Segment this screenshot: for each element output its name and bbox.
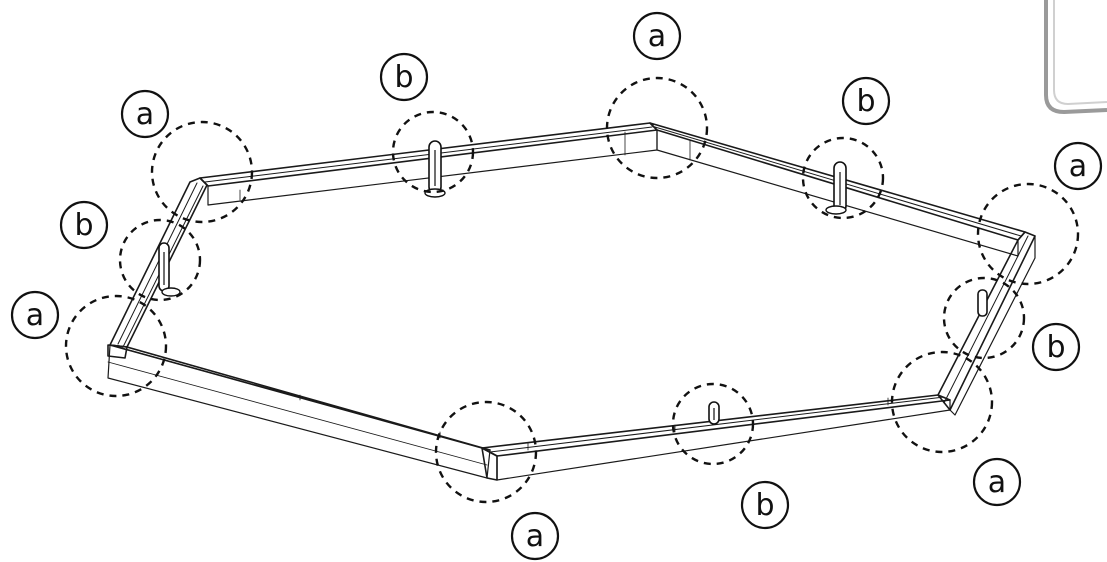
- callout-b-front: b: [740, 480, 790, 530]
- highlight-circle-a-left: [64, 294, 168, 398]
- svg-text:b: b: [856, 84, 875, 119]
- highlight-circle-a-right: [976, 182, 1080, 286]
- highlight-circle-a-top-left: [150, 120, 254, 224]
- highlight-circle-b-front: [671, 382, 755, 466]
- rail-right: [937, 231, 1036, 416]
- highlight-circle-b-right-back: [801, 136, 885, 220]
- callout-a-right: a: [1053, 141, 1103, 191]
- svg-text:a: a: [1069, 149, 1087, 184]
- callout-a-top-left: a: [120, 89, 170, 139]
- callout-b-right: b: [1031, 322, 1081, 372]
- callout-b-right-back: b: [841, 76, 891, 126]
- bracket-right: [977, 289, 988, 317]
- highlight-circles: [64, 76, 1080, 504]
- bracket-back: [424, 140, 446, 198]
- callout-a-bottom: a: [510, 511, 560, 561]
- svg-text:b: b: [74, 208, 93, 243]
- svg-text:b: b: [1046, 330, 1065, 365]
- hexagon-frame: [107, 122, 1036, 481]
- svg-text:a: a: [136, 97, 154, 132]
- svg-text:a: a: [988, 465, 1006, 500]
- highlight-circle-b-right: [942, 276, 1026, 360]
- callout-a-bottom-right: a: [972, 457, 1022, 507]
- highlight-circle-b-back: [391, 110, 475, 194]
- callout-a-left: a: [10, 290, 60, 340]
- callout-b-back: b: [379, 52, 429, 102]
- bracket-left: [158, 242, 181, 297]
- svg-text:a: a: [26, 298, 44, 333]
- svg-text:a: a: [526, 519, 544, 554]
- callout-a-top: a: [632, 11, 682, 61]
- callout-labels: a a a a a a b b: [10, 11, 1103, 561]
- rail-front-left: [107, 344, 491, 479]
- svg-text:a: a: [648, 19, 666, 54]
- highlight-circle-b-left: [118, 218, 202, 302]
- bracket-right-back: [825, 161, 847, 215]
- bracket-front: [708, 401, 720, 425]
- svg-text:b: b: [394, 60, 413, 95]
- highlight-circle-a-top: [605, 76, 709, 180]
- highlight-circle-a-bottom-right: [890, 350, 994, 454]
- callout-b-left: b: [59, 200, 109, 250]
- highlight-circle-a-bottom: [434, 400, 538, 504]
- inset-panel: [1044, 0, 1107, 115]
- svg-text:b: b: [755, 488, 774, 523]
